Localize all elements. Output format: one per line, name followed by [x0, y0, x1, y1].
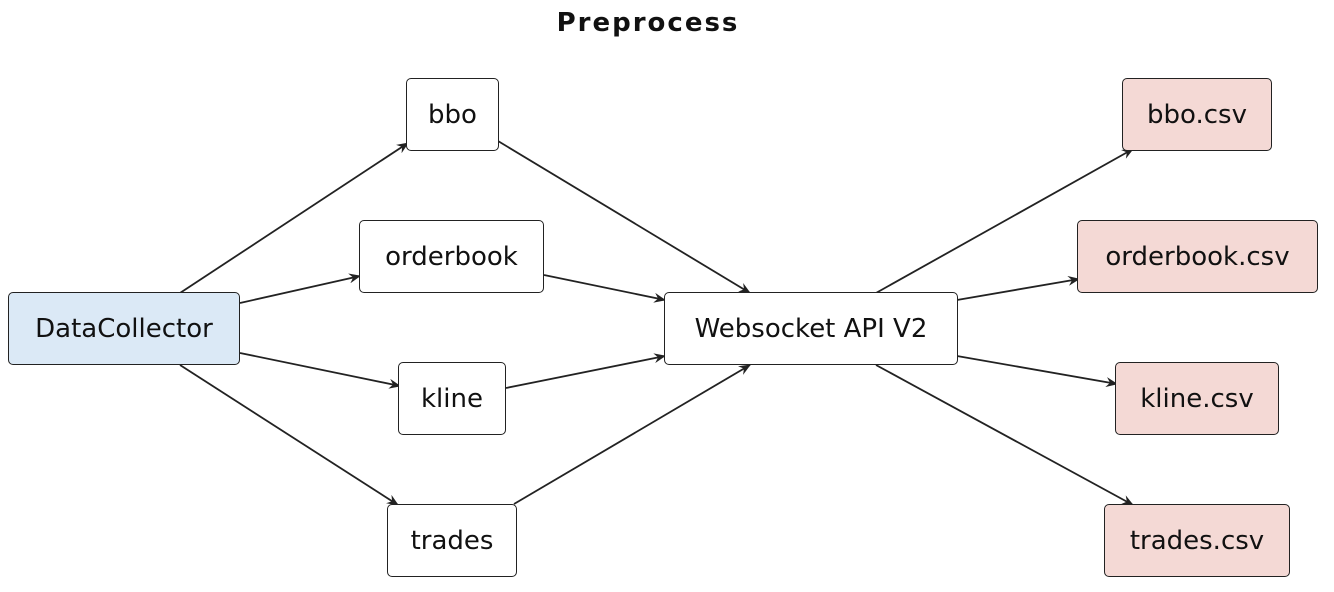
node-trades[interactable]: trades [387, 504, 517, 577]
edge-kline-api [505, 353, 666, 389]
edge-bbo-api [497, 140, 751, 294]
node-kline-csv[interactable]: kline.csv [1115, 362, 1279, 435]
node-trades-csv[interactable]: trades.csv [1104, 504, 1290, 577]
node-orderbook[interactable]: orderbook [359, 220, 544, 293]
edge-datacollector-trades [179, 364, 399, 506]
node-bbo[interactable]: bbo [406, 78, 499, 151]
edge-orderbook-api [543, 274, 666, 303]
node-kline[interactable]: kline [398, 362, 506, 435]
edge-api-bbo-csv [875, 148, 1134, 294]
edge-api-trades-csv [875, 364, 1134, 506]
node-datacollector[interactable]: DataCollector [8, 292, 240, 365]
edge-trades-api [513, 364, 751, 505]
diagram-title: Preprocess [556, 8, 740, 38]
node-bbo-csv[interactable]: bbo.csv [1122, 78, 1272, 151]
edge-datacollector-kline [239, 352, 401, 389]
edge-api-orderbook-csv [956, 275, 1080, 301]
edge-datacollector-bbo [179, 142, 409, 294]
node-orderbook-csv[interactable]: orderbook.csv [1077, 220, 1318, 293]
edge-datacollector-orderbook [239, 273, 361, 304]
edge-api-kline-csv [956, 355, 1118, 388]
node-websocket-api[interactable]: Websocket API V2 [664, 292, 958, 365]
